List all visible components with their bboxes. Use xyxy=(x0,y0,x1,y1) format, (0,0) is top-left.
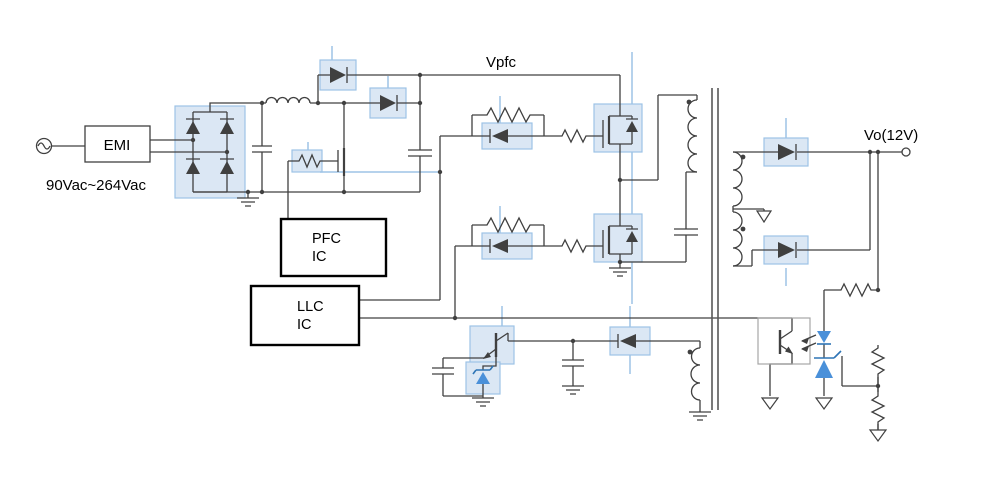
aux-winding-icon xyxy=(690,347,701,401)
polarity-dot xyxy=(740,226,746,232)
aux-capacitor-2-icon xyxy=(432,367,454,375)
llc-ic-label-2: IC xyxy=(297,317,312,333)
output-rectifier-high-icon xyxy=(778,144,797,160)
input-filter-capacitor-icon xyxy=(252,145,272,153)
output-rectifier-low-icon xyxy=(778,242,797,258)
pfc-ic-label-2: IC xyxy=(312,249,327,265)
bridge-rectifier-icon xyxy=(186,111,234,193)
aux-capacitor-1-icon xyxy=(562,359,584,367)
polarity-dot xyxy=(687,349,693,355)
gate-network-high xyxy=(471,106,603,144)
ac-source-icon xyxy=(35,137,53,155)
resonant-capacitor-icon xyxy=(674,228,698,236)
bulk-capacitor-icon xyxy=(408,149,432,157)
polarity-dot xyxy=(740,154,746,160)
divider-resistor-2-icon xyxy=(870,392,886,430)
half-bridge-mosfet-high xyxy=(602,115,638,226)
emi-filter-box: EMI xyxy=(84,125,151,163)
secondary-winding-high-icon xyxy=(732,151,743,207)
aux-pass-transistor-icon xyxy=(483,332,509,359)
aux-rectifier-diode-icon xyxy=(617,334,636,348)
boost-diode-icon xyxy=(380,95,398,111)
junction-dots xyxy=(190,72,881,389)
feedback-resistor-top-icon xyxy=(824,282,878,298)
boost-inductor-icon xyxy=(265,96,311,104)
output-terminal xyxy=(901,147,911,157)
llc-ic-label-1: LLC xyxy=(297,299,324,315)
vout-label: Vo(12V) xyxy=(864,127,918,144)
llc-ic-box: LLC IC xyxy=(249,284,361,347)
polarity-dot xyxy=(686,99,692,105)
optocoupler-icon xyxy=(757,317,817,365)
secondary-winding-low-icon xyxy=(732,211,743,267)
half-bridge-mosfet-low xyxy=(602,225,638,258)
input-range-label: 90Vac~264Vac xyxy=(46,177,146,194)
opto-led-icon xyxy=(817,331,831,345)
primary-winding-icon xyxy=(687,99,698,173)
signal-ground-icons xyxy=(755,210,888,443)
blue-guide-lines xyxy=(307,46,787,374)
gate-network-low xyxy=(471,216,603,254)
pfc-ic-label-1: PFC xyxy=(312,231,341,247)
pfc-ic-box: PFC IC xyxy=(279,217,388,278)
emi-label: EMI xyxy=(104,137,131,154)
divider-resistor-1-icon xyxy=(870,345,886,392)
pfc-mosfet-icon xyxy=(337,103,346,192)
vpfc-label: Vpfc xyxy=(486,54,517,71)
transformer-icon xyxy=(686,88,746,410)
bypass-diode-icon xyxy=(330,67,348,83)
pfc-gate-resistor-icon xyxy=(288,153,338,169)
aux-zener-icon xyxy=(472,365,494,384)
shunt-regulator-icon xyxy=(814,350,842,378)
earth-ground-icons xyxy=(237,192,711,421)
